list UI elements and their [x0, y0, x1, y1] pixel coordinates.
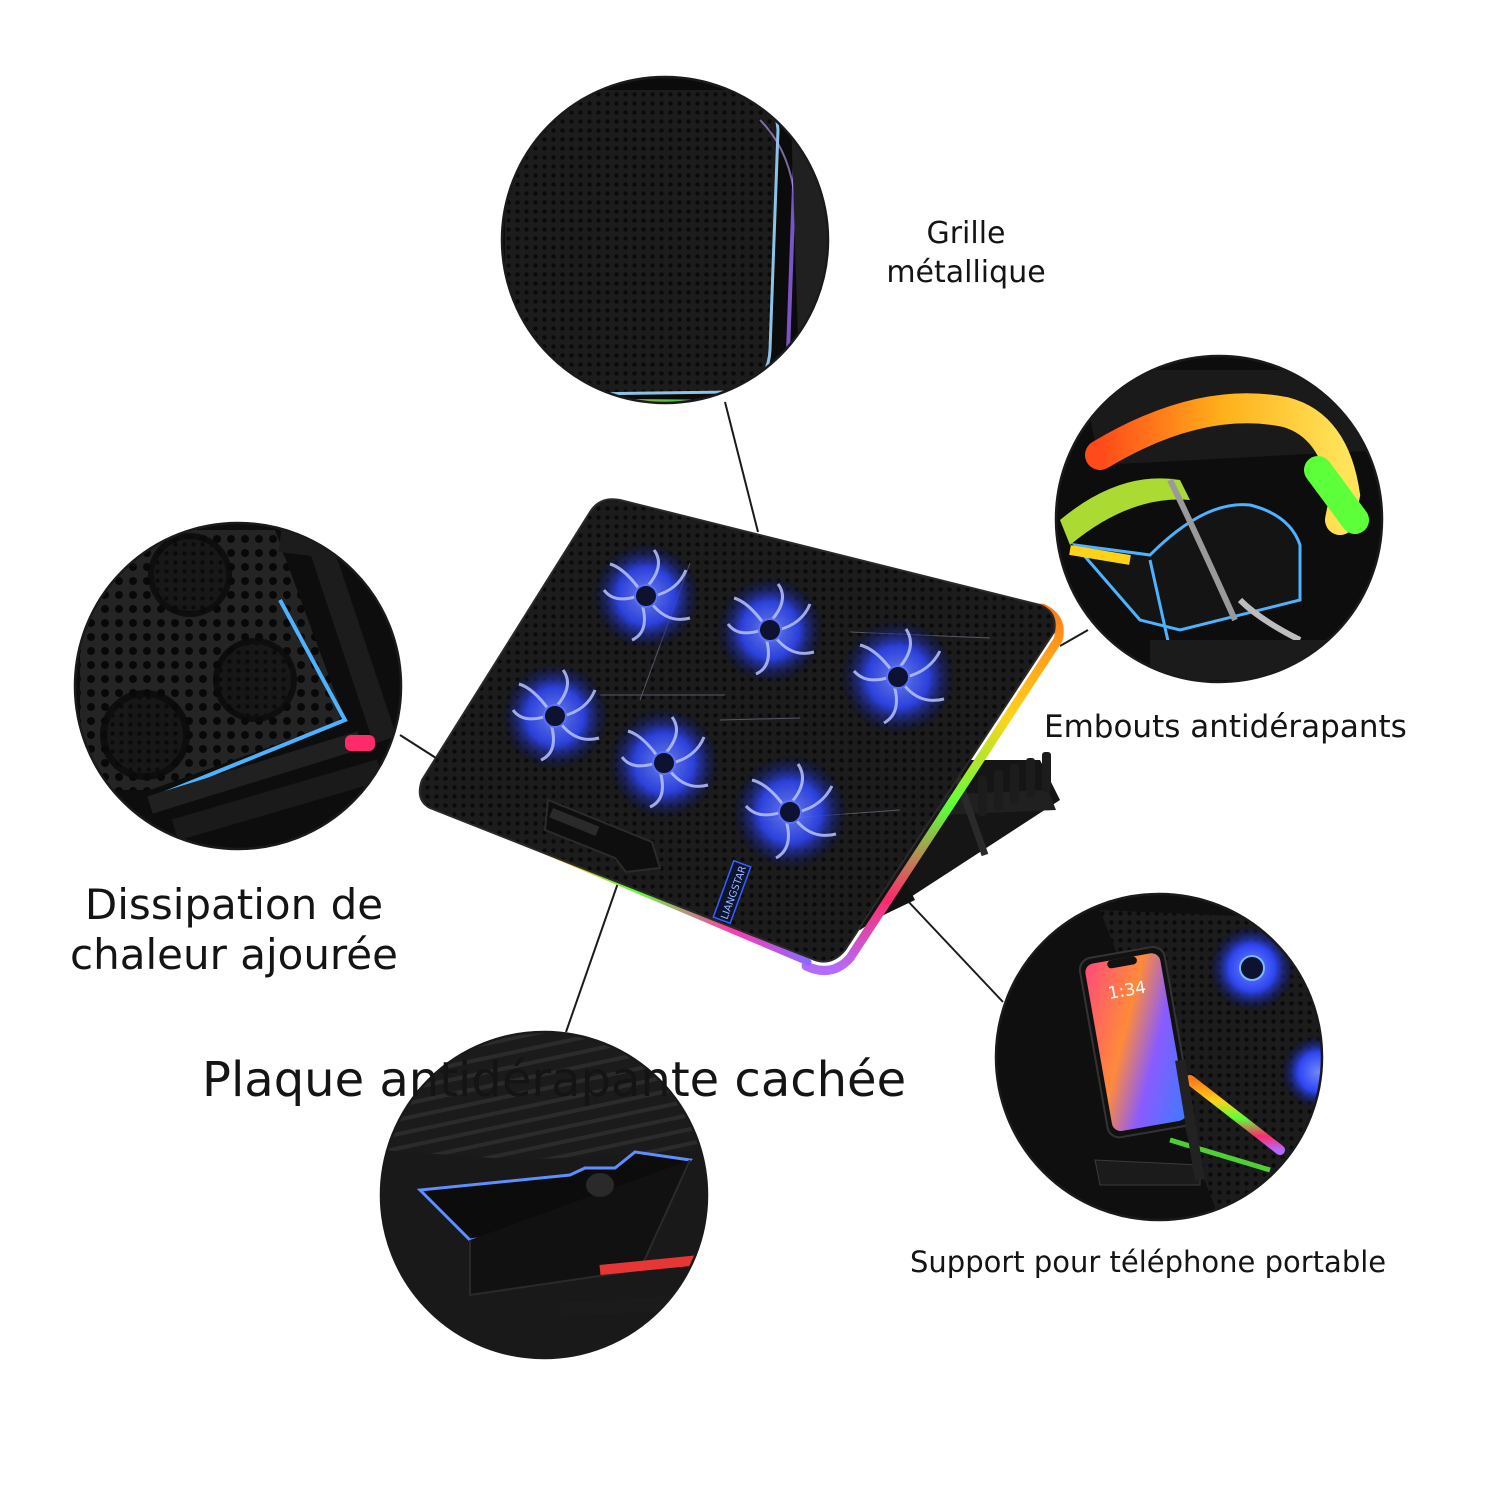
fan-4 — [503, 664, 607, 768]
phone-image: 1:34 — [1078, 945, 1194, 1139]
fan-5 — [610, 709, 718, 817]
detail-circle-heat-dissipation — [73, 521, 403, 851]
label-anti-slip-tips: Embouts antidérapants — [1044, 709, 1407, 745]
label-phone-holder: Support pour téléphone portable — [910, 1245, 1387, 1279]
label-heat-dissipation: Dissipation de chaleur ajourée — [70, 880, 398, 979]
cooler-panel — [418, 498, 1056, 963]
label-hidden-plate: Plaque antidérapante cachée — [202, 1052, 907, 1108]
fans — [503, 544, 954, 868]
detail-circle-metal-grid — [500, 75, 830, 405]
detail-circle-phone-holder: 1:34 — [994, 892, 1324, 1222]
fan-1 — [594, 544, 698, 648]
fan-2 — [718, 578, 822, 682]
detail-circle-anti-slip-tips — [1054, 354, 1384, 684]
detail-circle-hidden-plate — [379, 1030, 709, 1360]
fan-6 — [734, 756, 846, 868]
connector-lines — [399, 401, 1089, 1033]
label-metal-grid: Grille métallique — [886, 216, 1046, 290]
fan-3 — [842, 621, 954, 733]
laptop-cooler-image: LIANGSTAR — [418, 498, 1064, 975]
